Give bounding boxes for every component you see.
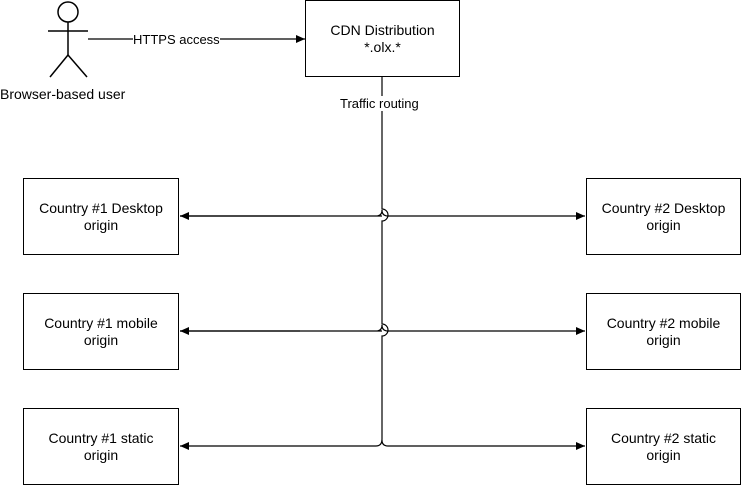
traffic-routing-trunk bbox=[375, 77, 389, 447]
box-line2: origin bbox=[83, 446, 119, 463]
box-line2: origin bbox=[83, 331, 119, 348]
cdn-domain: *.olx.* bbox=[364, 38, 401, 55]
traffic-routing-label: Traffic routing bbox=[340, 96, 419, 111]
user-label: Browser-based user bbox=[0, 86, 126, 102]
person-icon bbox=[48, 1, 88, 78]
box-line2: origin bbox=[646, 216, 681, 233]
country2-static-origin-box[interactable]: Country #2 static origin bbox=[586, 408, 741, 485]
box-line1: Country #2 Desktop bbox=[601, 199, 726, 216]
box-line2: origin bbox=[83, 216, 119, 233]
cdn-title: CDN Distribution bbox=[330, 21, 435, 38]
country1-desktop-origin-box[interactable]: Country #1 Desktop origin bbox=[23, 178, 179, 255]
box-line1: Country #1 mobile bbox=[44, 314, 158, 331]
box-line1: Country #2 static bbox=[610, 429, 717, 446]
edge-c2-desktop bbox=[381, 209, 585, 220]
country1-mobile-origin-box[interactable]: Country #1 mobile origin bbox=[23, 293, 179, 370]
box-line2: origin bbox=[646, 446, 681, 463]
edge-c2-mobile bbox=[381, 324, 585, 335]
https-access-label: HTTPS access bbox=[133, 32, 220, 47]
box-line1: Country #1 Desktop bbox=[39, 199, 163, 216]
cdn-distribution-box[interactable]: CDN Distribution *.olx.* bbox=[305, 0, 460, 77]
country2-mobile-origin-box[interactable]: Country #2 mobile origin bbox=[586, 293, 741, 370]
box-line1: Country #1 static bbox=[48, 429, 154, 446]
box-line1: Country #2 mobile bbox=[606, 314, 721, 331]
edge-c2-static bbox=[381, 439, 585, 450]
edge-c1-mobile bbox=[180, 324, 383, 332]
country2-desktop-origin-box[interactable]: Country #2 Desktop origin bbox=[586, 178, 741, 255]
edge-c1-desktop bbox=[180, 209, 383, 217]
country1-static-origin-box[interactable]: Country #1 static origin bbox=[23, 408, 179, 485]
box-line2: origin bbox=[646, 331, 681, 348]
